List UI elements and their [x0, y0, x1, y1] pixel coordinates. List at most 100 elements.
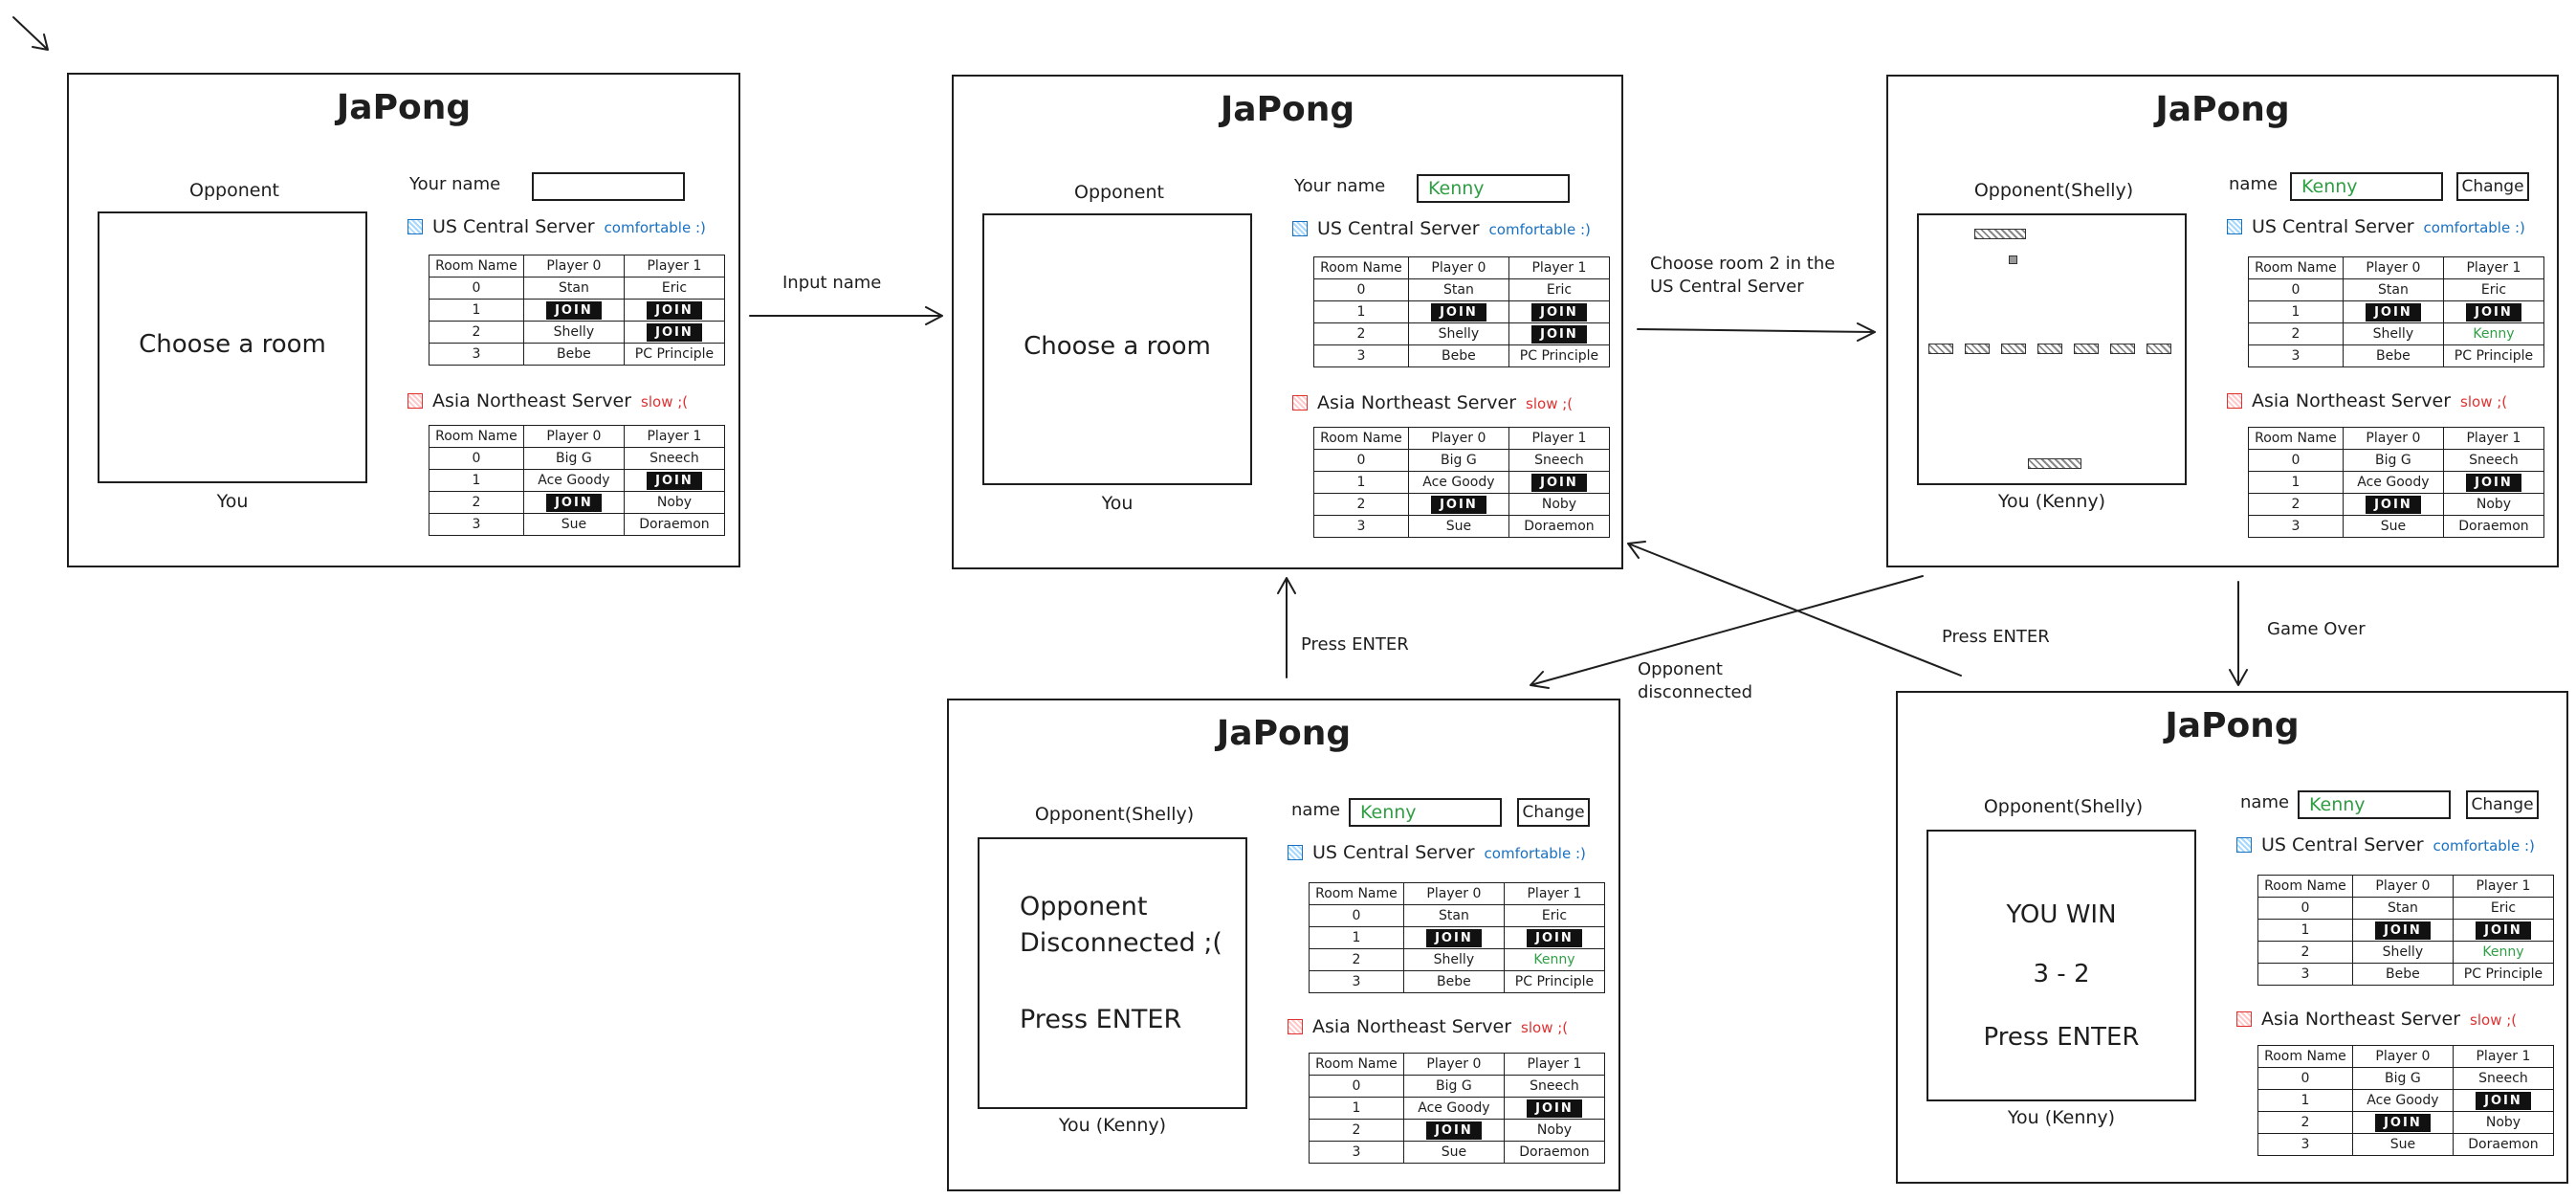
app-title: JaPong: [2155, 90, 2290, 129]
server-name: Asia Northeast Server: [1312, 1016, 1512, 1037]
join-button[interactable]: JOIN: [1531, 324, 1587, 344]
room-name-cell: 2: [2248, 322, 2344, 345]
room-name-cell: 1: [2248, 300, 2344, 323]
name-input[interactable]: Kenny: [2298, 790, 2451, 819]
room-name-cell: 3: [1313, 344, 1409, 367]
you-label: You (Kenny): [1997, 491, 2106, 512]
join-button[interactable]: JOIN: [2466, 473, 2521, 492]
arrow-press-enter-up: [1277, 577, 1296, 678]
join-button[interactable]: JOIN: [546, 493, 602, 512]
room-name-cell: 1: [2257, 919, 2353, 942]
join-button[interactable]: JOIN: [546, 300, 602, 320]
column-header: Player 0: [1402, 882, 1505, 905]
join-button[interactable]: JOIN: [1531, 473, 1587, 492]
room-name-cell: 0: [2257, 1067, 2353, 1090]
column-header: Room Name: [2248, 256, 2344, 279]
join-cell: JOIN: [2342, 493, 2444, 516]
room-name-cell: 1: [429, 469, 524, 492]
edge-label-press-enter-up: Press ENTER: [1301, 634, 1409, 655]
screen-game-over: JaPong Opponent(Shelly) YOU WIN 3 - 2 Pr…: [1896, 691, 2568, 1184]
player-cell: Noby: [2452, 1111, 2555, 1134]
join-button[interactable]: JOIN: [2466, 302, 2521, 322]
join-button[interactable]: JOIN: [1527, 928, 1582, 947]
server-status-comfortable: comfortable :): [604, 219, 706, 236]
player-cell: Doraemon: [2442, 515, 2545, 538]
screen-opponent-disconnected: JaPong Opponent(Shelly) Opponent Disconn…: [947, 699, 1620, 1191]
join-button[interactable]: JOIN: [1527, 1099, 1582, 1118]
room-name-cell: 0: [1309, 1075, 1404, 1098]
name-input[interactable]: [532, 172, 685, 201]
join-button[interactable]: JOIN: [2476, 921, 2531, 940]
join-button[interactable]: JOIN: [2375, 1113, 2431, 1132]
column-header: Player 1: [1503, 1053, 1606, 1076]
join-button[interactable]: JOIN: [2476, 1091, 2531, 1110]
room-name-cell: 2: [2257, 1111, 2353, 1134]
room-name-cell: 2: [2257, 941, 2353, 964]
server-name: US Central Server: [1317, 218, 1480, 239]
edge-label-line: Choose room 2 in the: [1650, 254, 1836, 274]
player-cell: Bebe: [522, 343, 625, 366]
player-cell: Sue: [2351, 1133, 2454, 1156]
net-segment: [2147, 344, 2171, 354]
join-button[interactable]: JOIN: [647, 471, 702, 490]
change-name-button[interactable]: Change: [2456, 172, 2529, 201]
join-button[interactable]: JOIN: [2366, 302, 2421, 322]
change-name-button[interactable]: Change: [1517, 798, 1590, 827]
join-cell: JOIN: [1402, 1119, 1505, 1142]
player-cell: Big G: [2351, 1067, 2454, 1090]
opponent-label: Opponent: [1074, 182, 1164, 203]
name-input[interactable]: Kenny: [1349, 798, 1502, 827]
join-button[interactable]: JOIN: [647, 300, 702, 320]
edge-label-line: US Central Server: [1650, 277, 1804, 297]
join-button[interactable]: JOIN: [2375, 921, 2431, 940]
player-cell: Doraemon: [1503, 1141, 1606, 1164]
player-cell: Big G: [1407, 449, 1509, 472]
column-header: Player 1: [1508, 256, 1611, 279]
room-name-cell: 1: [2257, 1089, 2353, 1112]
join-cell: JOIN: [1503, 1097, 1606, 1120]
arrow-input-name: [749, 306, 943, 325]
name-input[interactable]: Kenny: [2290, 172, 2443, 201]
join-button[interactable]: JOIN: [1426, 928, 1482, 947]
join-button[interactable]: JOIN: [1531, 302, 1587, 322]
join-button[interactable]: JOIN: [1431, 495, 1486, 514]
player-cell: Sneech: [623, 447, 726, 470]
server-name: US Central Server: [1312, 842, 1475, 863]
player-cell: PC Principle: [2442, 344, 2545, 367]
server-status-comfortable: comfortable :): [1488, 221, 1591, 238]
name-label: name: [1291, 800, 1341, 820]
server-status-slow: slow ;(: [1521, 1019, 1569, 1036]
name-input[interactable]: Kenny: [1417, 174, 1570, 203]
player-cell: Eric: [2442, 278, 2545, 301]
join-button[interactable]: JOIN: [1426, 1121, 1482, 1140]
server-name: Asia Northeast Server: [432, 390, 632, 411]
change-name-button[interactable]: Change: [2466, 790, 2539, 819]
join-button[interactable]: JOIN: [1431, 302, 1486, 322]
opponent-label: Opponent: [189, 180, 279, 201]
edge-label-game-over: Game Over: [2267, 619, 2366, 639]
net-segment: [2110, 344, 2135, 354]
join-button[interactable]: JOIN: [2366, 495, 2421, 514]
join-button[interactable]: JOIN: [647, 322, 702, 342]
join-cell: JOIN: [522, 299, 625, 322]
join-cell: JOIN: [1508, 322, 1611, 345]
player-cell: PC Principle: [623, 343, 726, 366]
join-cell: JOIN: [1508, 300, 1611, 323]
